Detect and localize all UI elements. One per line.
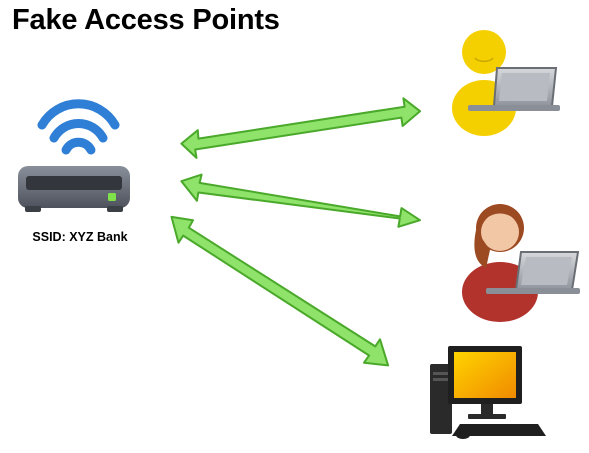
desktop-computer-icon <box>430 346 546 439</box>
arrow-to-computer <box>170 215 390 367</box>
slide-title: Fake Access Points <box>12 4 280 36</box>
user-yellow-laptop-icon <box>452 30 560 136</box>
wifi-router-icon <box>18 99 130 212</box>
arrow-to-user-1 <box>180 97 421 159</box>
arrow-to-user-2 <box>180 173 421 228</box>
ssid-label: SSID: XYZ Bank <box>32 230 128 244</box>
user-woman-laptop-icon <box>462 204 580 322</box>
